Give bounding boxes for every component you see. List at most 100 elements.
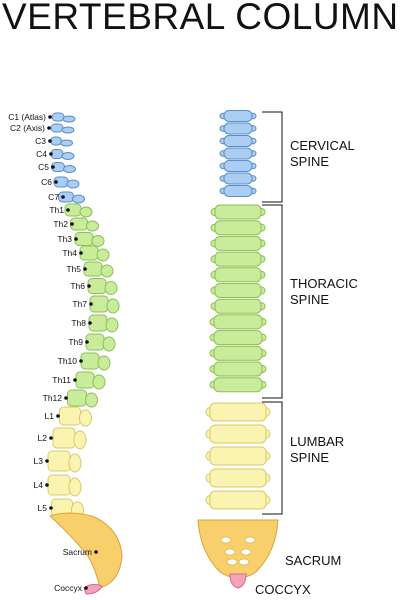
side-process-c3 <box>60 139 73 147</box>
lumbar-label-line2: SPINE <box>290 450 329 465</box>
side-vertebra-l2 <box>52 427 76 449</box>
label-dot <box>79 251 83 255</box>
side-process-th11 <box>92 374 106 390</box>
side-label-th7: Th7 <box>72 299 87 309</box>
side-vertebra-th11 <box>75 371 95 389</box>
front-vertebra-c5 <box>223 160 253 172</box>
front-vertebra-th4 <box>214 251 262 267</box>
side-label-th6: Th6 <box>70 281 85 291</box>
sacral-foramen <box>220 536 232 544</box>
label-dot <box>54 180 58 184</box>
side-label-c2: C2 (Axis) <box>10 123 45 133</box>
label-dot <box>70 222 74 226</box>
thoracic-label-line1: THORACIC <box>290 276 358 291</box>
side-label-th4: Th4 <box>62 248 77 258</box>
front-vertebra-l1 <box>209 402 267 422</box>
side-label-c4: C4 <box>36 149 47 159</box>
side-process-c7 <box>72 194 85 204</box>
label-dot <box>45 483 49 487</box>
side-process-th12 <box>85 392 98 408</box>
lumbar-bracket <box>262 401 283 515</box>
side-label-th5: Th5 <box>66 264 81 274</box>
front-vertebra-c6 <box>223 172 253 185</box>
front-coccyx <box>229 573 247 589</box>
front-vertebra-th2 <box>214 220 262 236</box>
label-dot <box>56 414 60 418</box>
side-label-coccyx: Coccyx <box>54 583 83 593</box>
front-view-spine <box>197 110 279 589</box>
side-vertebra-c7 <box>58 191 74 203</box>
front-vertebra-th3 <box>214 235 262 251</box>
side-label-th8: Th8 <box>71 318 86 328</box>
front-vertebra-th8 <box>213 314 263 330</box>
front-vertebra-th12 <box>213 377 263 393</box>
coccyx-label: COCCYX <box>255 582 311 597</box>
front-vertebra-c2 <box>223 122 253 135</box>
label-dot <box>88 321 92 325</box>
label-dot <box>47 126 51 130</box>
side-process-th5 <box>100 264 114 278</box>
cervical-label-line1: CERVICAL <box>290 138 355 153</box>
side-label-th12: Th12 <box>43 393 63 403</box>
label-dot <box>73 378 77 382</box>
front-vertebra-c3 <box>223 135 253 147</box>
side-process-c4 <box>61 152 75 160</box>
side-sacrum <box>49 512 123 589</box>
thoracic-label-line2: SPINE <box>290 292 329 307</box>
side-label-c5: C5 <box>38 162 49 172</box>
label-dot <box>49 506 53 510</box>
side-label-c7: C7 <box>48 192 59 202</box>
side-process-l3 <box>68 453 82 473</box>
front-vertebra-th10 <box>213 345 263 361</box>
label-dot <box>49 152 53 156</box>
side-process-c6 <box>66 179 80 189</box>
side-label-l3: L3 <box>34 456 44 466</box>
diagram-title: VERTEBRAL COLUMN <box>2 0 399 37</box>
side-label-th9: Th9 <box>68 337 83 347</box>
front-vertebra-th6 <box>214 283 262 298</box>
sacral-foramen <box>224 548 236 556</box>
side-process-th7 <box>106 298 120 314</box>
cervical-label-line2: SPINE <box>290 154 329 169</box>
side-label-c6: C6 <box>41 177 52 187</box>
side-label-l4: L4 <box>34 480 44 490</box>
side-vertebra-th10 <box>80 352 100 370</box>
side-vertebra-l1 <box>59 406 81 426</box>
side-vertebra-c3 <box>50 136 62 146</box>
label-dot <box>85 340 89 344</box>
label-dot <box>48 115 52 119</box>
sacral-foramen <box>240 548 252 556</box>
label-dot <box>94 550 98 554</box>
side-vertebra-l4 <box>47 474 71 496</box>
label-dot <box>89 302 93 306</box>
side-vertebra-th12 <box>67 389 87 407</box>
label-dot <box>49 436 53 440</box>
side-vertebra-l3 <box>47 450 71 472</box>
front-vertebra-l3 <box>209 446 267 466</box>
sacral-foramen <box>226 558 238 566</box>
side-label-th3: Th3 <box>57 234 72 244</box>
side-process-c2 <box>61 126 75 134</box>
side-label-th11: Th11 <box>52 375 71 385</box>
side-process-th10 <box>97 355 111 371</box>
front-vertebra-l2 <box>209 424 267 444</box>
side-label-sacrum: Sacrum <box>63 547 92 557</box>
side-process-th1 <box>79 206 93 218</box>
front-vertebra-th9 <box>213 330 263 346</box>
side-label-c1: C1 (Atlas) <box>8 112 46 122</box>
side-label-l1: L1 <box>45 411 55 421</box>
side-process-c5 <box>63 165 76 173</box>
label-dot <box>74 237 78 241</box>
front-vertebra-th1 <box>214 204 262 220</box>
label-dot <box>83 267 87 271</box>
cervical-bracket <box>262 111 283 203</box>
label-dot <box>84 586 88 590</box>
side-process-th6 <box>104 281 118 295</box>
label-dot <box>64 396 68 400</box>
label-dot <box>79 359 83 363</box>
side-view-spine: C1 (Atlas)C2 (Axis)C3C4C5C6C7Th1Th2Th3Th… <box>8 112 123 595</box>
front-vertebra-l5 <box>209 490 267 510</box>
side-process-l1 <box>79 409 92 427</box>
side-label-l2: L2 <box>38 433 48 443</box>
side-process-th4 <box>96 248 110 262</box>
